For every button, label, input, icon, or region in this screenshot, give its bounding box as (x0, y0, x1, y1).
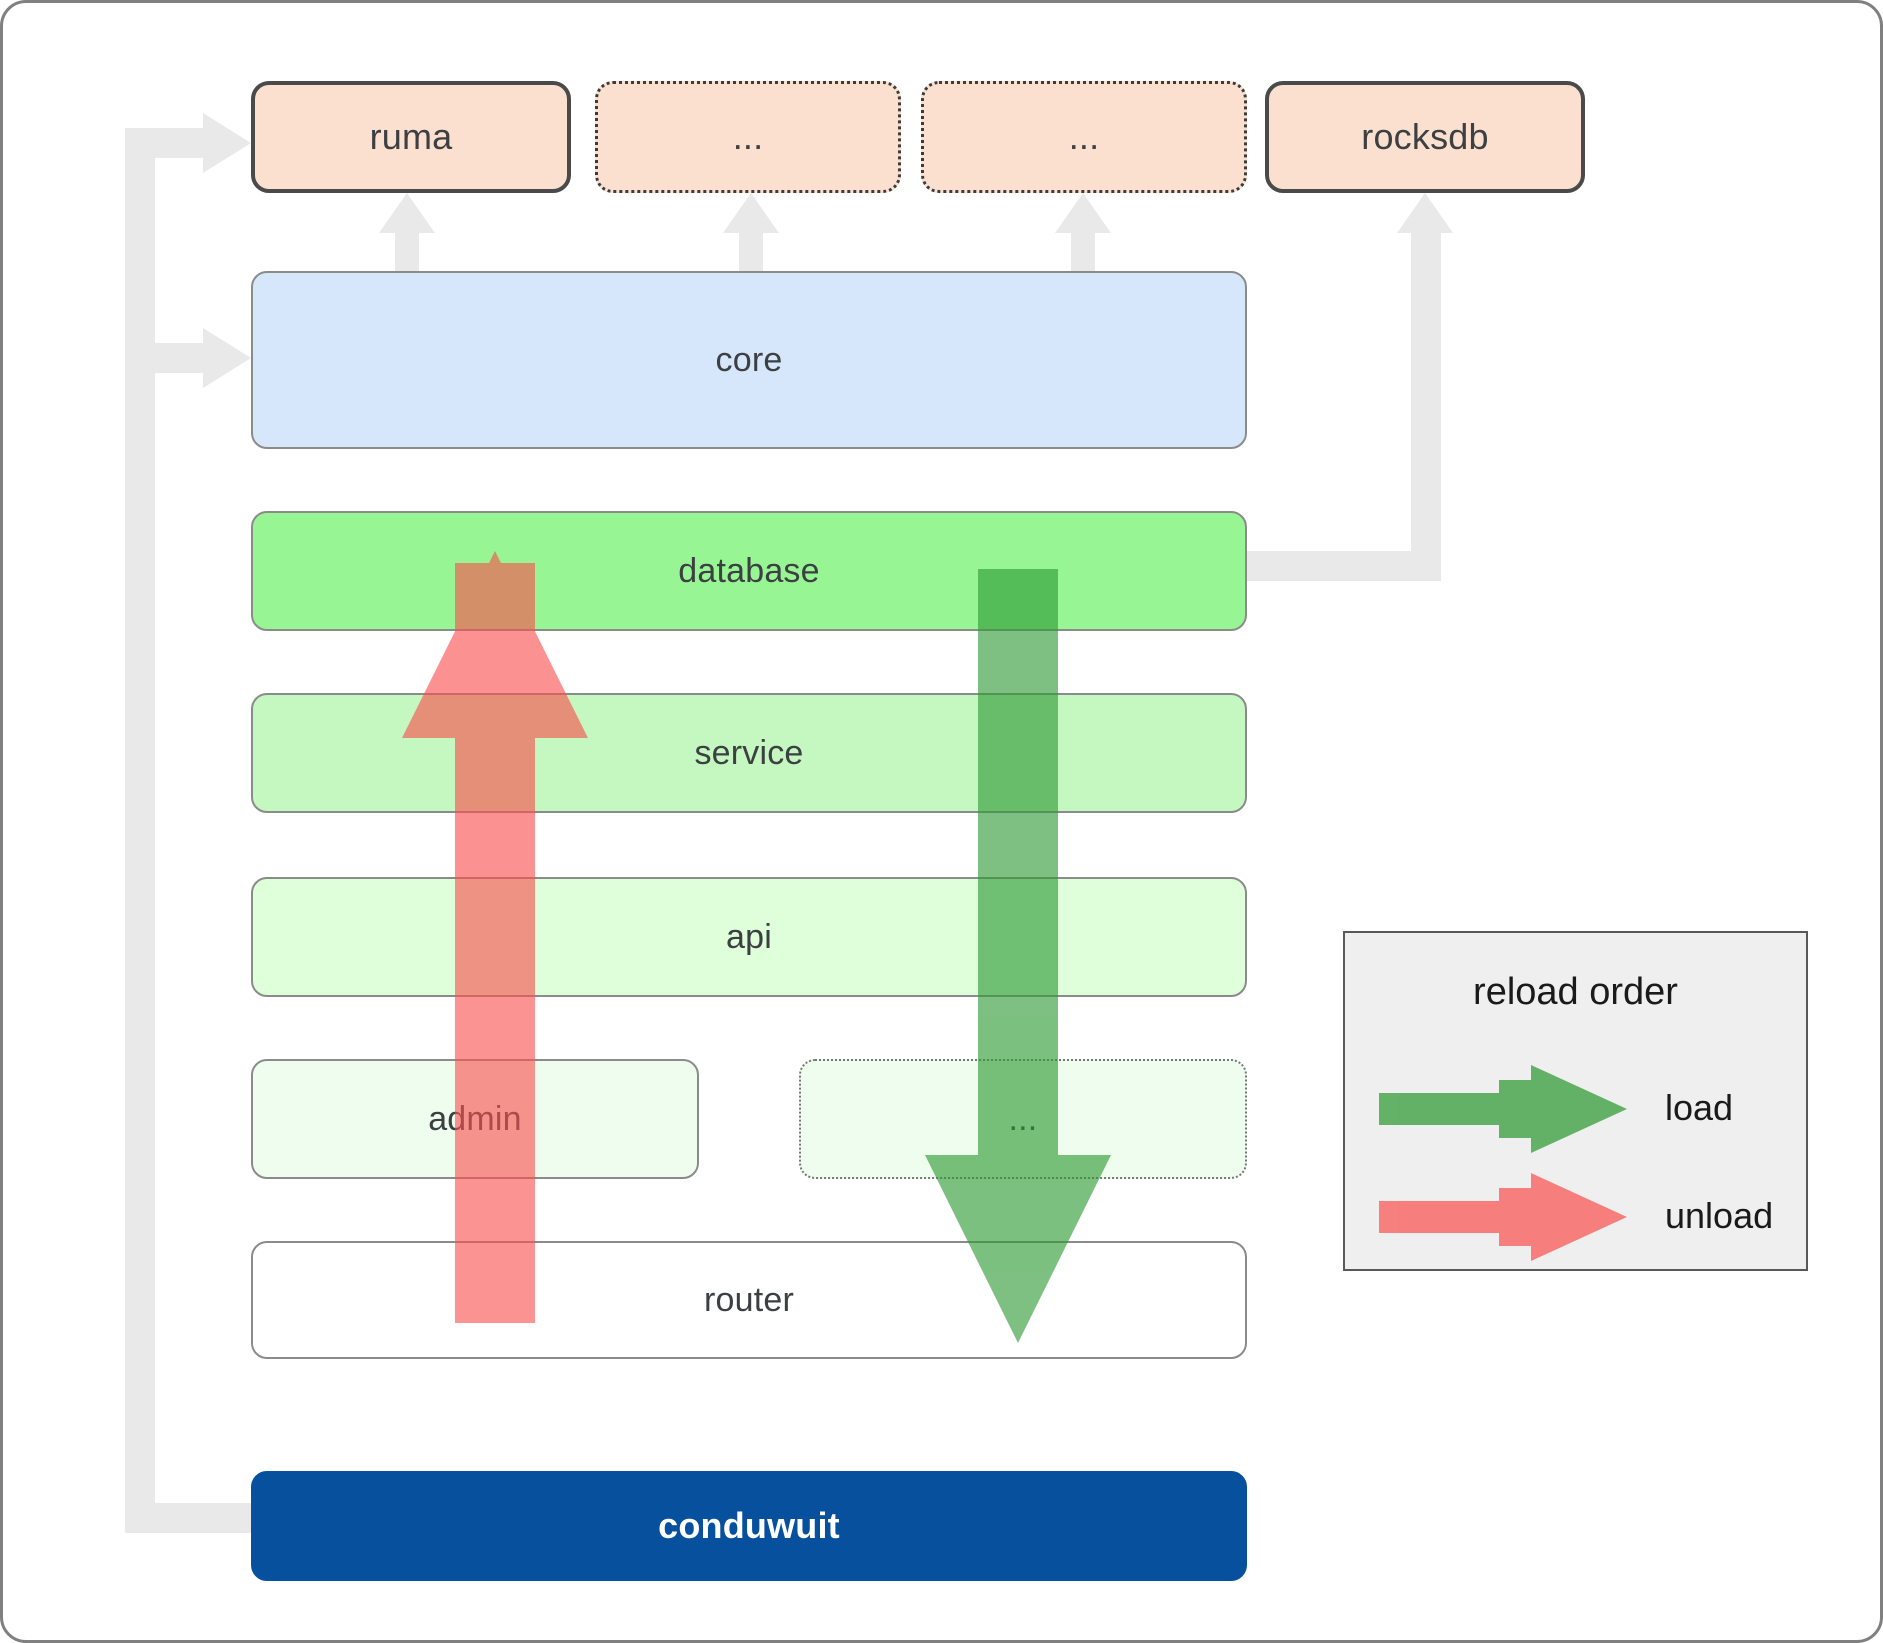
layer-label: service (694, 734, 804, 772)
dependency-box-placeholder-2[interactable]: ... (921, 81, 1247, 193)
root-label: conduwuit (658, 1505, 840, 1546)
dependency-label: ... (732, 116, 764, 157)
layer-box-placeholder[interactable]: ... (799, 1059, 1247, 1179)
root-box-conduwuit[interactable]: conduwuit (251, 1471, 1247, 1581)
legend-label-unload: unload (1665, 1195, 1774, 1236)
legend-title: reload order (1473, 971, 1678, 1013)
layer-label: router (703, 1281, 795, 1319)
legend-row-unload: unload (1345, 1171, 1806, 1261)
layer-label: ... (1008, 1100, 1038, 1138)
layer-box-api[interactable]: api (251, 877, 1247, 997)
connector-arrows (125, 113, 1453, 1533)
dependency-box-placeholder-1[interactable]: ... (595, 81, 901, 193)
layer-box-admin[interactable]: admin (251, 1059, 699, 1179)
layer-label: admin (428, 1100, 522, 1138)
dependency-label: ruma (369, 116, 453, 157)
layer-label: api (726, 918, 772, 956)
dependency-label: ... (1068, 116, 1100, 157)
dependency-label: rocksdb (1361, 116, 1489, 157)
layer-label: database (678, 552, 820, 590)
load-arrow-icon (1379, 1065, 1627, 1153)
layer-box-service[interactable]: service (251, 693, 1247, 813)
reload-flow-arrows (402, 551, 1111, 1343)
unload-arrow-icon (1379, 1173, 1627, 1261)
layer-box-database[interactable]: database (251, 511, 1247, 631)
layer-box-core[interactable]: core (251, 271, 1247, 449)
dependency-box-ruma[interactable]: ruma (251, 81, 571, 193)
legend-label-load: load (1665, 1087, 1734, 1128)
layer-label: core (715, 341, 783, 379)
legend-panel: reload order load unload (1343, 931, 1808, 1271)
layer-box-router[interactable]: router (251, 1241, 1247, 1359)
legend-row-load: load (1345, 1063, 1806, 1153)
dependency-box-rocksdb[interactable]: rocksdb (1265, 81, 1585, 193)
